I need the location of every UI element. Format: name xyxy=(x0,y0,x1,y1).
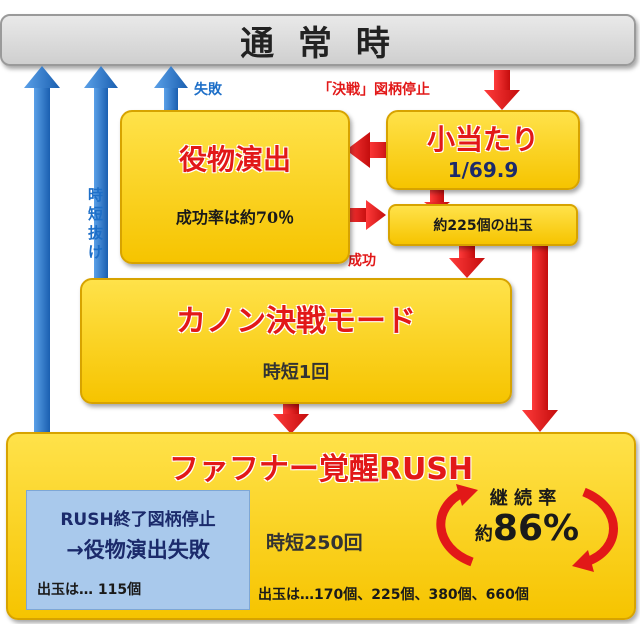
koatari-box: 小当たり 1/69.9 xyxy=(386,110,580,190)
rush-box: ファフナー覚醒RUSH RUSH終了図柄停止 →役物演出失敗 出玉は… 115個… xyxy=(6,432,636,620)
jitan-nuke-label: 時短抜け xyxy=(88,186,104,261)
fail-label: 失敗 xyxy=(194,82,222,98)
yakumono-box: 役物演出 成功率は約70％ xyxy=(120,110,350,264)
rush-title: ファフナー覚醒RUSH xyxy=(168,452,474,487)
payout-225-label: 約225個の出玉 xyxy=(433,218,533,234)
arrow-payout-to-rush xyxy=(522,244,558,432)
rush-payouts: 出玉は…170個、225個、380個、660個 xyxy=(258,587,529,603)
rush-end-payout: 出玉は… 115個 xyxy=(37,582,142,598)
continue-rate-value: 86% xyxy=(492,508,580,549)
continue-rate-group: 約86% xyxy=(460,508,594,549)
rush-jitan: 時短250回 xyxy=(266,532,363,554)
yakumono-title: 役物演出 xyxy=(178,143,291,176)
rush-end-line1: RUSH終了図柄停止 xyxy=(60,510,216,530)
return-arrow-fail xyxy=(154,66,188,112)
rush-end-box: RUSH終了図柄停止 →役物演出失敗 出玉は… 115個 xyxy=(26,490,250,610)
continue-rate-label: 継 続 率 xyxy=(489,488,557,509)
arrow-payout-to-kanon xyxy=(449,244,485,278)
return-arrow-jitan xyxy=(84,66,118,282)
yakumono-rate: 成功率は約70％ xyxy=(175,208,295,227)
koatari-title: 小当たり xyxy=(426,123,539,156)
arrow-to-koatari xyxy=(484,70,520,110)
payout-225-box: 約225個の出玉 xyxy=(388,204,578,246)
koatari-prob: 1/69.9 xyxy=(447,158,519,182)
kanon-box: カノン決戦モード 時短1回 xyxy=(80,278,512,404)
kessen-stop-label: 「決戦」図柄停止 xyxy=(318,82,430,98)
arrow-kanon-to-rush xyxy=(273,402,309,434)
continue-rate-arrows xyxy=(436,484,618,572)
normal-state-label: 通 常 時 xyxy=(240,23,396,64)
kanon-sub: 時短1回 xyxy=(262,362,330,383)
success-label: 成功 xyxy=(348,253,376,269)
return-arrow-rush xyxy=(24,66,60,496)
rush-end-line2: →役物演出失敗 xyxy=(66,538,210,562)
kanon-title: カノン決戦モード xyxy=(176,304,416,339)
continue-rate-prefix: 約 xyxy=(474,524,493,545)
normal-state-bar: 通 常 時 xyxy=(0,14,636,66)
arrow-yakumono-to-payout xyxy=(346,200,386,230)
